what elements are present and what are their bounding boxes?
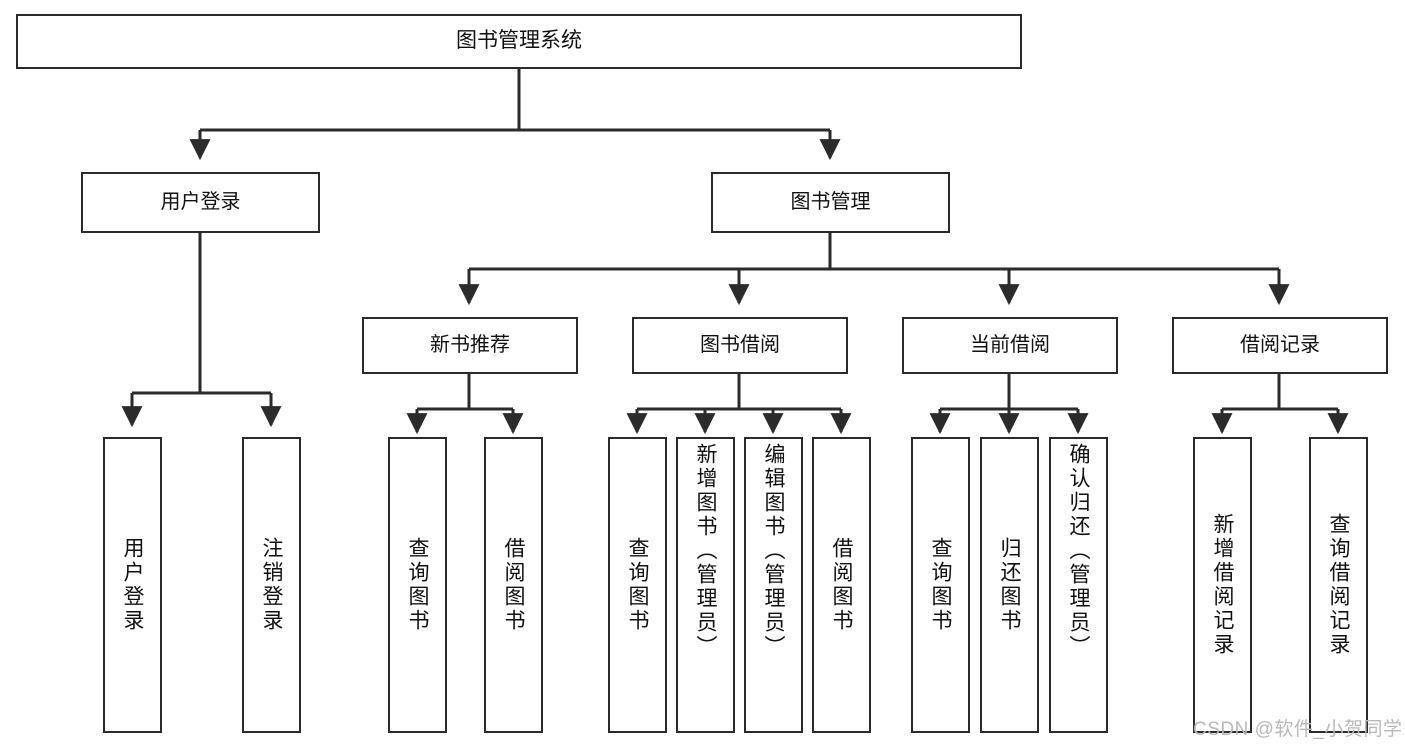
leaf-borrow-query-book-label: 查询图书 <box>626 537 649 633</box>
leaf-current-confirm-return-admin-label: 确认归还（管理员） <box>1067 443 1090 659</box>
node-root-label: 图书管理系统 <box>456 29 582 53</box>
node-book-management-label: 图书管理 <box>790 190 871 213</box>
node-borrow-record[interactable]: 借阅记录 <box>1172 317 1388 374</box>
node-user-login[interactable]: 用户登录 <box>81 172 320 233</box>
node-book-borrow-label: 图书借阅 <box>700 333 780 356</box>
leaf-recommend-query-book-label: 查询图书 <box>406 537 429 633</box>
node-current-borrow[interactable]: 当前借阅 <box>902 317 1118 374</box>
leaf-borrow-edit-book-admin-label: 编辑图书（管理员） <box>762 443 785 659</box>
node-root[interactable]: 图书管理系统 <box>16 14 1022 69</box>
node-user-login-label: 用户登录 <box>160 190 241 213</box>
leaf-record-add-record[interactable]: 新增借阅记录 <box>1193 437 1252 733</box>
leaf-recommend-borrow-book[interactable]: 借阅图书 <box>484 437 543 733</box>
leaf-borrow-edit-book-admin[interactable]: 编辑图书（管理员） <box>744 437 803 733</box>
csdn-watermark: CSDN @软件_小贺同学 <box>1193 719 1403 740</box>
leaf-borrow-borrow-book-label: 借阅图书 <box>830 537 853 633</box>
leaf-record-add-record-label: 新增借阅记录 <box>1211 513 1234 657</box>
leaf-current-confirm-return-admin[interactable]: 确认归还（管理员） <box>1049 437 1108 733</box>
leaf-recommend-query-book[interactable]: 查询图书 <box>388 437 447 733</box>
node-current-borrow-label: 当前借阅 <box>970 333 1050 356</box>
leaf-borrow-borrow-book[interactable]: 借阅图书 <box>812 437 871 733</box>
leaf-current-return-book-label: 归还图书 <box>998 537 1021 633</box>
leaf-current-query-book-label: 查询图书 <box>929 537 952 633</box>
leaf-user-login-logout-label: 注销登录 <box>260 537 283 633</box>
node-book-management[interactable]: 图书管理 <box>711 172 950 233</box>
leaf-record-query-record[interactable]: 查询借阅记录 <box>1309 437 1368 733</box>
node-borrow-record-label: 借阅记录 <box>1240 333 1320 356</box>
leaf-current-return-book[interactable]: 归还图书 <box>980 437 1039 733</box>
leaf-recommend-borrow-book-label: 借阅图书 <box>502 537 525 633</box>
node-book-borrow[interactable]: 图书借阅 <box>632 317 848 374</box>
leaf-borrow-add-book-admin-label: 新增图书（管理员） <box>694 443 717 659</box>
leaf-user-login-logout[interactable]: 注销登录 <box>242 437 301 733</box>
leaf-borrow-add-book-admin[interactable]: 新增图书（管理员） <box>676 437 735 733</box>
leaf-record-query-record-label: 查询借阅记录 <box>1327 513 1350 657</box>
leaf-current-query-book[interactable]: 查询图书 <box>911 437 970 733</box>
leaf-user-login-login-label: 用户登录 <box>121 537 144 633</box>
leaf-user-login-login[interactable]: 用户登录 <box>103 437 162 733</box>
node-new-book-recommend-label: 新书推荐 <box>430 333 510 356</box>
leaf-borrow-query-book[interactable]: 查询图书 <box>608 437 667 733</box>
node-new-book-recommend[interactable]: 新书推荐 <box>362 317 578 374</box>
